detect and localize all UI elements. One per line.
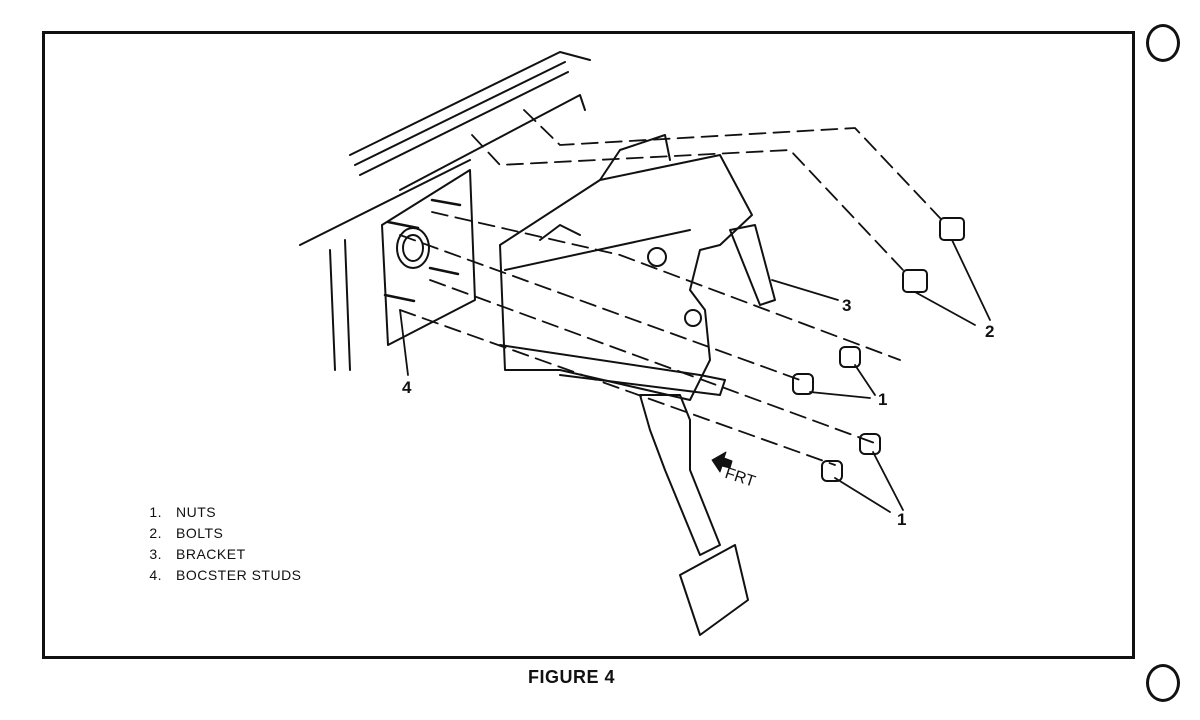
booster-studs [383,198,462,303]
binder-hole-bottom-icon [1146,664,1180,702]
callout-1-upper: 1 [878,390,888,409]
callout-3: 3 [842,296,852,315]
frt-arrow-icon [711,451,733,473]
pedal-bracket [499,134,776,401]
legend-item: 1.NUTS [149,504,217,520]
brake-pedal [639,394,749,636]
figure-frame [42,31,1135,659]
parts-legend: 1.NUTS 2.BOLTS 3.BRACKET 4.BOCSTER STUDS [140,502,302,586]
callout-leaders [399,239,991,513]
dash-panel-lines [299,51,591,371]
nuts [792,346,881,482]
legend-item: 3.BRACKET [149,546,246,562]
alignment-dash-lines [399,109,941,466]
legend-item: 2.BOLTS [149,525,224,541]
binder-hole-top-icon [1146,24,1180,62]
callout-2: 2 [985,322,995,341]
figure-title: FIGURE 4 [528,667,616,687]
legend-item: 4.BOCSTER STUDS [149,567,302,583]
bolts [902,217,965,293]
callout-4: 4 [402,378,412,397]
callout-1-lower: 1 [897,510,907,529]
